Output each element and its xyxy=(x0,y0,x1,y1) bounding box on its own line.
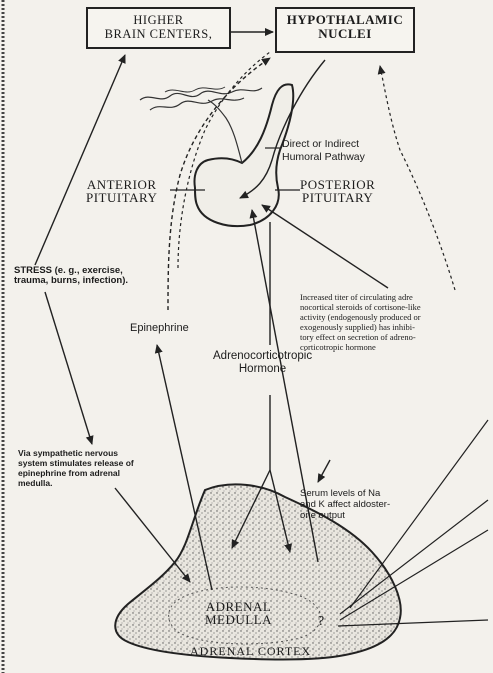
question-mark-label: ? xyxy=(318,615,325,628)
arrow-sympathetic-to-medulla xyxy=(115,488,190,582)
arrow-stress-to-sympathetic xyxy=(45,292,92,444)
higher-brain-centers-box: HIGHER BRAIN CENTERS, xyxy=(86,7,231,49)
humoral-pathway-label: Direct or Indirect Humoral Pathway xyxy=(282,138,365,164)
stress-label: STRESS (e. g., exercise, trauma, burns, … xyxy=(14,266,128,286)
steroid-feedback-note: Increased titer of circulating adre noco… xyxy=(300,292,421,352)
hypothalamus-wave-3 xyxy=(165,87,225,92)
arrow-steroids-to-hypothalamus xyxy=(380,66,455,290)
serum-note: Serum levels of Na and K affect aldoster… xyxy=(300,488,390,521)
sympathetic-note: Via sympathetic nervous system stimulate… xyxy=(18,448,134,488)
acth-label: Adrenocorticotropic Hormone xyxy=(213,350,312,376)
pituitary-gland-shape xyxy=(195,84,294,226)
pituitary-stalk xyxy=(208,100,242,163)
arrow-steroids-to-pituitary xyxy=(262,205,388,288)
arrow-stress-to-brain xyxy=(35,55,125,265)
arrow-serum-to-cortex xyxy=(318,460,330,482)
epinephrine-label: Epinephrine xyxy=(130,322,189,335)
adrenal-medulla-label: ADRENAL MEDULLA xyxy=(205,600,272,626)
hypothalamic-nuclei-box: HYPOTHALAMIC NUCLEI xyxy=(275,7,415,53)
posterior-pituitary-label: POSTERIOR PITUITARY xyxy=(300,178,375,204)
anterior-pituitary-label: ANTERIOR PITUITARY xyxy=(86,178,157,204)
hypothalamus-wave-2 xyxy=(150,98,244,110)
adrenal-cortex-label: ADRENAL CORTEX xyxy=(190,645,311,658)
